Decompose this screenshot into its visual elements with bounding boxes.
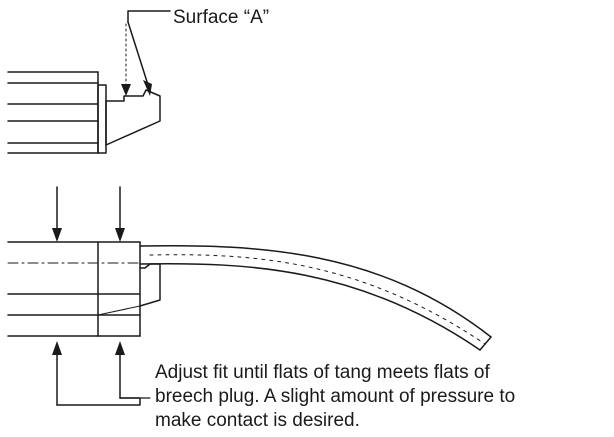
curved-tang	[139, 244, 492, 351]
note-line-3: make contact is desired.	[155, 410, 360, 431]
lower-tang-recess	[139, 263, 161, 307]
lower-breech-plug	[7, 241, 141, 337]
top-arrows	[56, 186, 121, 236]
note-line-1: Adjust fit until flats of tang meets fla…	[155, 362, 490, 383]
adjustment-note: Adjust fit until flats of tang meets fla…	[155, 361, 515, 433]
surface-a-leader	[125, 10, 171, 89]
note-line-2: breech plug. A slight amount of pressure…	[155, 386, 516, 407]
surface-a-label: Surface “A”	[173, 7, 270, 28]
upper-breech-plug	[7, 71, 107, 154]
arrowheads	[52, 80, 152, 355]
bottom-arrows	[56, 347, 141, 406]
upper-tang	[105, 89, 161, 146]
